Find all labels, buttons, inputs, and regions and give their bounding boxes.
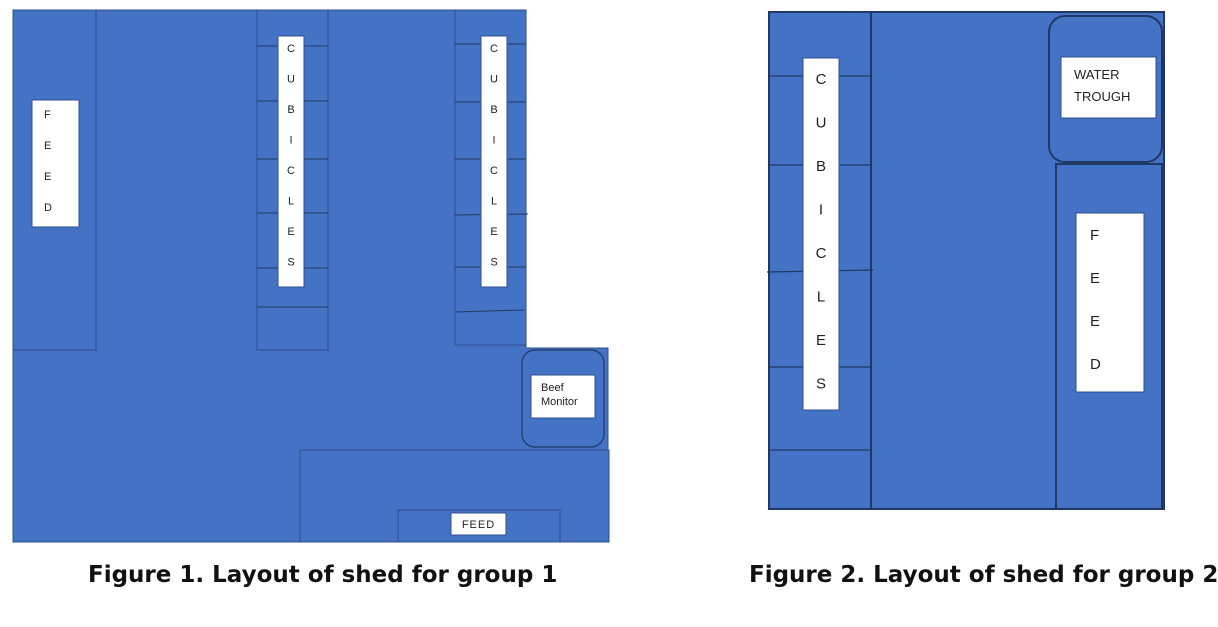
cubicles-label-2-letter: C (816, 71, 827, 88)
cubicles-label-b-letter: E (490, 226, 497, 238)
feed-rail-bottom (397, 509, 561, 543)
figure-2-shed-layout: C U B I C L E S WATER TROUGH F E E D (766, 11, 1165, 510)
beef-monitor-line-1: Beef (541, 382, 565, 394)
cubicles-label-b-letter: S (490, 257, 497, 269)
feed-label-left-box (31, 99, 80, 228)
feed-label-2-letter: F (1090, 227, 1099, 244)
feed-label-bottom-box (450, 512, 507, 536)
cubicles-label-a-letter: C (287, 165, 295, 177)
water-trough-line-1: WATER (1074, 67, 1120, 82)
cubicles-label-a-box (277, 35, 305, 288)
feed-label-2: F E E D (1090, 227, 1101, 373)
feed-label-left-letter: D (44, 202, 52, 214)
cubicles-label-b: C U B I C L E S (490, 43, 498, 269)
cubicles-label-a-letter: B (287, 104, 294, 116)
water-trough-label: WATER TROUGH (1074, 67, 1130, 104)
feed-label-bottom: FEED (462, 519, 495, 531)
feed-label-2-letter: D (1090, 356, 1101, 373)
feed-label-2-box (1075, 212, 1145, 393)
cubicles-label-b-letter: B (490, 104, 497, 116)
cubicles-label-b-box (480, 35, 508, 288)
figure-1-shed-layout: F E E D C U B I C L E S C U B I C L E S Beef (12, 9, 610, 543)
cubicles-label-a-letter: E (287, 226, 294, 238)
cubicles-label-2-letter: U (816, 115, 827, 132)
cubicles-label-b-letter: I (492, 135, 495, 147)
cubicles-label-b-letter: L (491, 196, 497, 208)
feed-label-left-letter: E (44, 171, 51, 183)
cubicles-label-2-letter: I (819, 202, 823, 219)
figure-2-caption: Figure 2. Layout of shed for group 2 (749, 562, 1218, 588)
feed-label-left-letter: F (44, 109, 51, 121)
water-trough-line-2: TROUGH (1074, 89, 1130, 104)
cubicles-label-b-letter: U (490, 74, 498, 86)
cubicles-label-2-letter: E (816, 332, 826, 349)
beef-monitor-label: Beef Monitor (541, 382, 578, 408)
feed-label-left: F E E D (44, 109, 52, 214)
cubicles-label-2-letter: C (816, 245, 827, 262)
cubicles-label-b-letter: C (490, 43, 498, 55)
cubicles-label-2: C U B I C L E S (816, 71, 827, 393)
cubicles-label-b-letter: C (490, 165, 498, 177)
cubicles-label-2-letter: S (816, 376, 826, 393)
cubicles-label-2-letter: B (816, 158, 826, 175)
cubicles-label-a-letter: L (288, 196, 294, 208)
cubicles-label-2-letter: L (817, 289, 825, 306)
cubicles-label-a-letter: C (287, 43, 295, 55)
cubicles-label-a-letter: I (289, 135, 292, 147)
beef-monitor-label-box (530, 374, 596, 419)
cubicles-label-a-letter: U (287, 74, 295, 86)
figure-1-caption: Figure 1. Layout of shed for group 1 (88, 562, 558, 588)
cubicles-label-a-letter: S (287, 257, 294, 269)
water-trough-label-box (1060, 56, 1157, 119)
cubicles-label-a: C U B I C L E S (287, 43, 295, 269)
feed-label-2-letter: E (1090, 270, 1100, 287)
feed-label-left-letter: E (44, 140, 51, 152)
feed-label-2-letter: E (1090, 313, 1100, 330)
beef-monitor-line-2: Monitor (541, 396, 578, 408)
cubicles-label-2-box (802, 57, 840, 411)
